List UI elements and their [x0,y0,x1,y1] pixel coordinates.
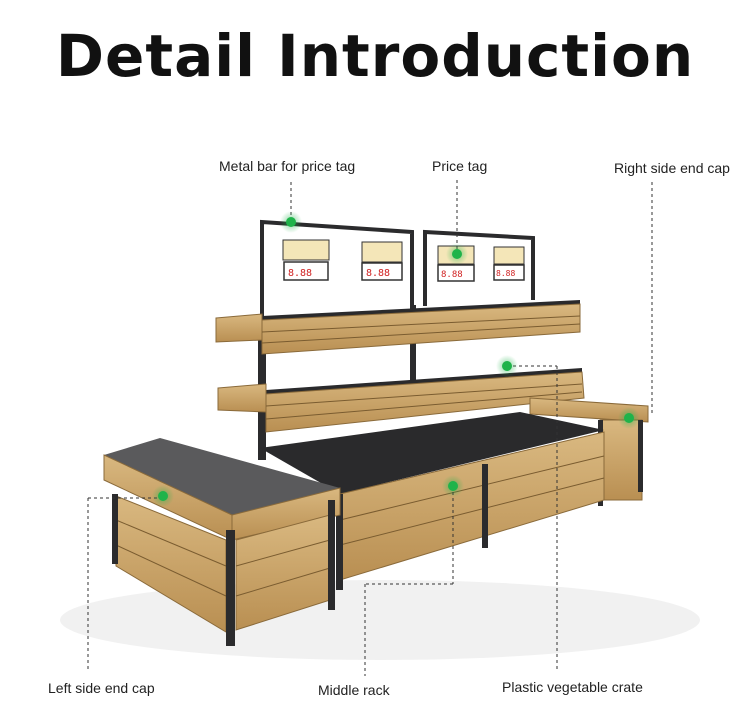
callout-right-cap: Right side end cap [614,160,730,176]
price-tag-value: 8.88 [366,268,390,279]
leader-lines [87,180,653,676]
callout-plastic-crate: Plastic vegetable crate [502,679,643,695]
bottom-middle-rack [260,412,605,590]
callout-left-cap: Left side end cap [48,680,155,696]
sign-frame [260,219,535,338]
top-tier-shelf [215,300,581,355]
price-tag-value: 8.88 [496,269,515,278]
callout-metal-bar: Metal bar for price tag [219,158,356,174]
callout-markers [152,211,640,507]
price-tag-value: 8.88 [288,268,312,279]
middle-tier-shelf [217,368,585,433]
callout-price-tag: Price tag [432,158,488,174]
page-title: Detail Introduction [55,22,695,90]
price-tag-boards [282,239,525,282]
price-tag-value: 8.88 [441,270,463,280]
callout-middle-rack: Middle rack [318,682,390,698]
left-end-cap [103,438,341,646]
